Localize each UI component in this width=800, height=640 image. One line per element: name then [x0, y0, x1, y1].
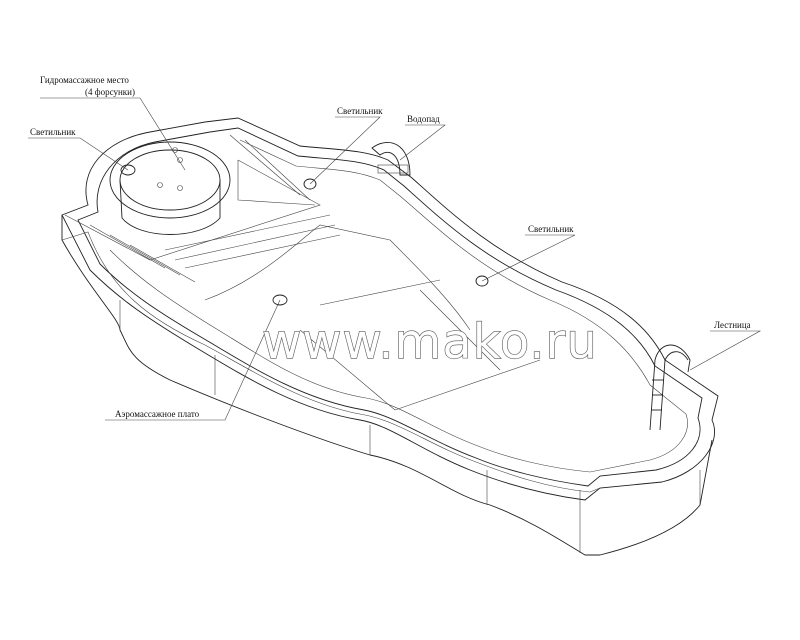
label-light-top: Светильник: [337, 106, 383, 116]
label-light-right: Светильник: [528, 224, 574, 234]
label-waterfall: Водопад: [407, 114, 440, 124]
label-hydromassage: Гидромассажное место: [40, 75, 129, 85]
leader-lines: [28, 97, 762, 421]
pool-water-edge: [109, 139, 688, 473]
label-aero-plateau: Аэромассажное плато: [115, 409, 200, 419]
wall-seams: [119, 300, 701, 553]
watermark: www.mako.ru: [262, 314, 598, 370]
pool-outer-wall: [61, 215, 713, 556]
pool-floor: [204, 224, 541, 411]
pool-steps: [64, 134, 341, 283]
label-ladder: Лестница: [714, 320, 751, 330]
light-fixture-icon: [120, 164, 489, 287]
aero-plateau-icon: [272, 294, 288, 306]
label-hydromassage-jets: (4 форсунки): [85, 87, 135, 97]
pool-outer-rim: [61, 117, 719, 501]
pool-inner-rim: [77, 127, 703, 487]
wall-band: [61, 231, 601, 493]
waterfall-icon: [371, 142, 411, 176]
hydromassage-seat: [109, 141, 231, 235]
label-light-left: Светильник: [30, 127, 76, 137]
ladder-icon: [649, 344, 691, 431]
